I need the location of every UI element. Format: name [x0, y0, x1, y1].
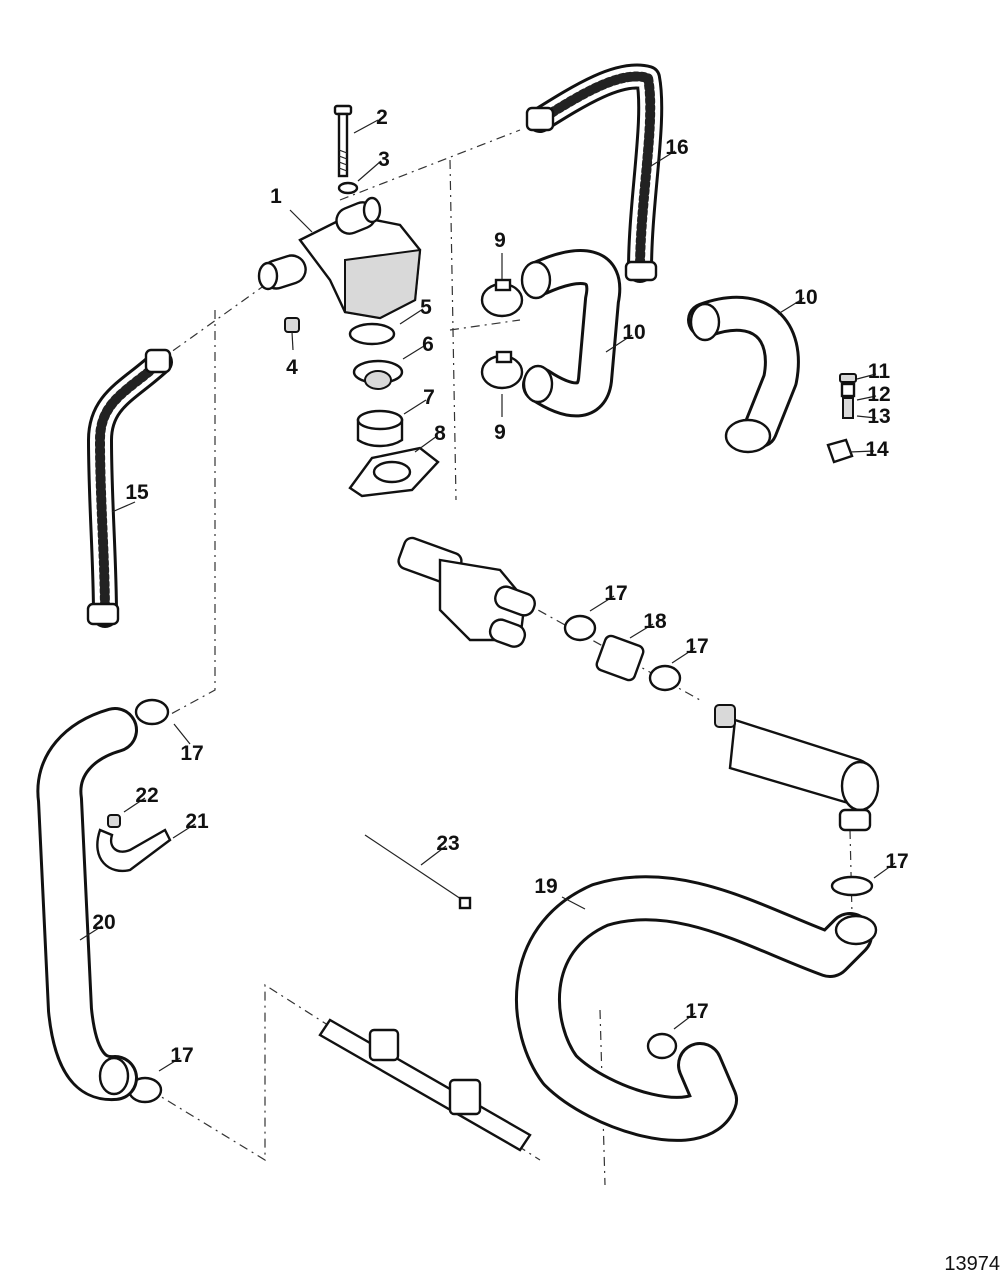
washer-3 — [337, 181, 359, 195]
callout-leader-c10b — [777, 297, 805, 315]
callout-leader-c11 — [856, 373, 877, 380]
callout-label-c23: 23 — [436, 832, 459, 855]
callout-leader-c17f — [158, 1057, 181, 1072]
callout-leader-c7 — [403, 399, 427, 415]
callout-label-c1: 1 — [270, 185, 282, 208]
callout-leader-c23 — [420, 845, 447, 866]
callout-leader-c13 — [856, 415, 877, 419]
shaft-assembly — [318, 1018, 532, 1152]
callout-label-c21: 21 — [185, 810, 209, 833]
screw-22 — [107, 814, 121, 828]
hose-clamp-9-lower — [480, 350, 524, 390]
callout-leader-c17b — [671, 647, 696, 664]
callout-label-c9a: 9 — [494, 229, 506, 252]
callout-leader-c18 — [629, 623, 654, 639]
callout-leader-c16 — [650, 150, 676, 167]
figure-number: 13974 — [944, 1253, 1000, 1275]
elbow-hose-10 — [687, 295, 800, 454]
callout-label-c8: 8 — [434, 422, 446, 445]
thermostat-housing-1 — [257, 196, 422, 320]
callout-label-c14: 14 — [865, 438, 889, 461]
callout-label-c11: 11 — [868, 360, 891, 383]
braided-hose-16 — [525, 63, 664, 283]
callout-label-c2: 2 — [376, 106, 388, 129]
tie-strap-23 — [364, 834, 472, 910]
callout-label-c7: 7 — [423, 386, 435, 409]
callout-leader-c20 — [79, 925, 103, 941]
callout-leader-c10a — [605, 334, 633, 353]
callout-label-c10b: 10 — [794, 286, 817, 309]
sleeve-7 — [356, 409, 404, 448]
callout-leader-c5 — [399, 308, 424, 325]
callout-label-c9b: 9 — [494, 421, 506, 444]
hose-clamp-17-a — [563, 614, 597, 642]
callout-label-c12: 12 — [867, 383, 890, 406]
hose-clamp-9-upper — [480, 278, 524, 318]
hose-clamp-17-e — [646, 1032, 678, 1060]
callout-leader-c12 — [856, 395, 877, 401]
callout-leader-c17d — [873, 862, 896, 879]
callout-leader-c14 — [849, 450, 875, 453]
callout-label-c17e: 17 — [685, 1000, 708, 1023]
callout-label-c17a: 17 — [604, 582, 627, 605]
callout-label-c19: 19 — [534, 875, 557, 898]
hose-clamp-17-d — [830, 875, 874, 897]
hose-clamp-17-b — [648, 664, 682, 692]
callout-leader-c4 — [291, 331, 294, 351]
fitting-parts-11-14 — [826, 373, 857, 464]
callout-label-c17f: 17 — [170, 1044, 193, 1067]
callout-label-c5: 5 — [420, 296, 432, 319]
bolt-2 — [333, 104, 353, 178]
braided-hose-15 — [86, 348, 173, 628]
callout-leader-c22 — [123, 797, 146, 813]
callout-leader-c8 — [414, 435, 438, 453]
water-pump-body — [397, 536, 536, 648]
callout-label-c17b: 17 — [685, 635, 708, 658]
callout-label-c18: 18 — [643, 610, 667, 633]
callout-label-c20: 20 — [92, 911, 115, 934]
callout-label-c3: 3 — [378, 148, 390, 171]
callout-label-c6: 6 — [422, 333, 434, 356]
callout-leader-c6 — [402, 345, 425, 360]
seal-5 — [348, 322, 396, 346]
thermostat-6 — [352, 359, 404, 390]
gasket-8 — [348, 446, 440, 498]
callout-leader-c2 — [353, 119, 379, 134]
callout-label-c22: 22 — [135, 784, 158, 807]
callout-label-c10a: 10 — [622, 321, 645, 344]
long-hose-19 — [514, 875, 878, 1142]
callout-label-c4: 4 — [286, 356, 298, 379]
callout-leader-c1 — [289, 209, 313, 233]
hose-20 — [36, 707, 138, 1102]
callout-label-c17c: 17 — [180, 742, 203, 765]
plug-4 — [284, 317, 300, 333]
callout-leader-c15 — [111, 501, 136, 513]
u-hose-10 — [520, 249, 622, 418]
callout-leader-c3 — [357, 160, 382, 182]
callout-leader-c17c — [173, 723, 191, 745]
callout-leader-c17e — [673, 1012, 696, 1030]
callout-leader-c21 — [172, 823, 196, 839]
callout-leader-c19 — [561, 896, 586, 910]
callout-labels: 1234567899101011121314151617171717171718… — [79, 106, 909, 1072]
callout-label-c17d: 17 — [885, 850, 908, 873]
clip-21 — [96, 828, 172, 873]
coupler-18 — [595, 634, 645, 682]
callout-leader-c17a — [589, 595, 615, 612]
hose-clamp-17-c — [134, 698, 170, 726]
heat-exchanger — [714, 704, 880, 832]
callout-label-c13: 13 — [867, 405, 890, 428]
callout-label-c15: 15 — [125, 481, 149, 504]
callout-label-c16: 16 — [665, 136, 688, 159]
